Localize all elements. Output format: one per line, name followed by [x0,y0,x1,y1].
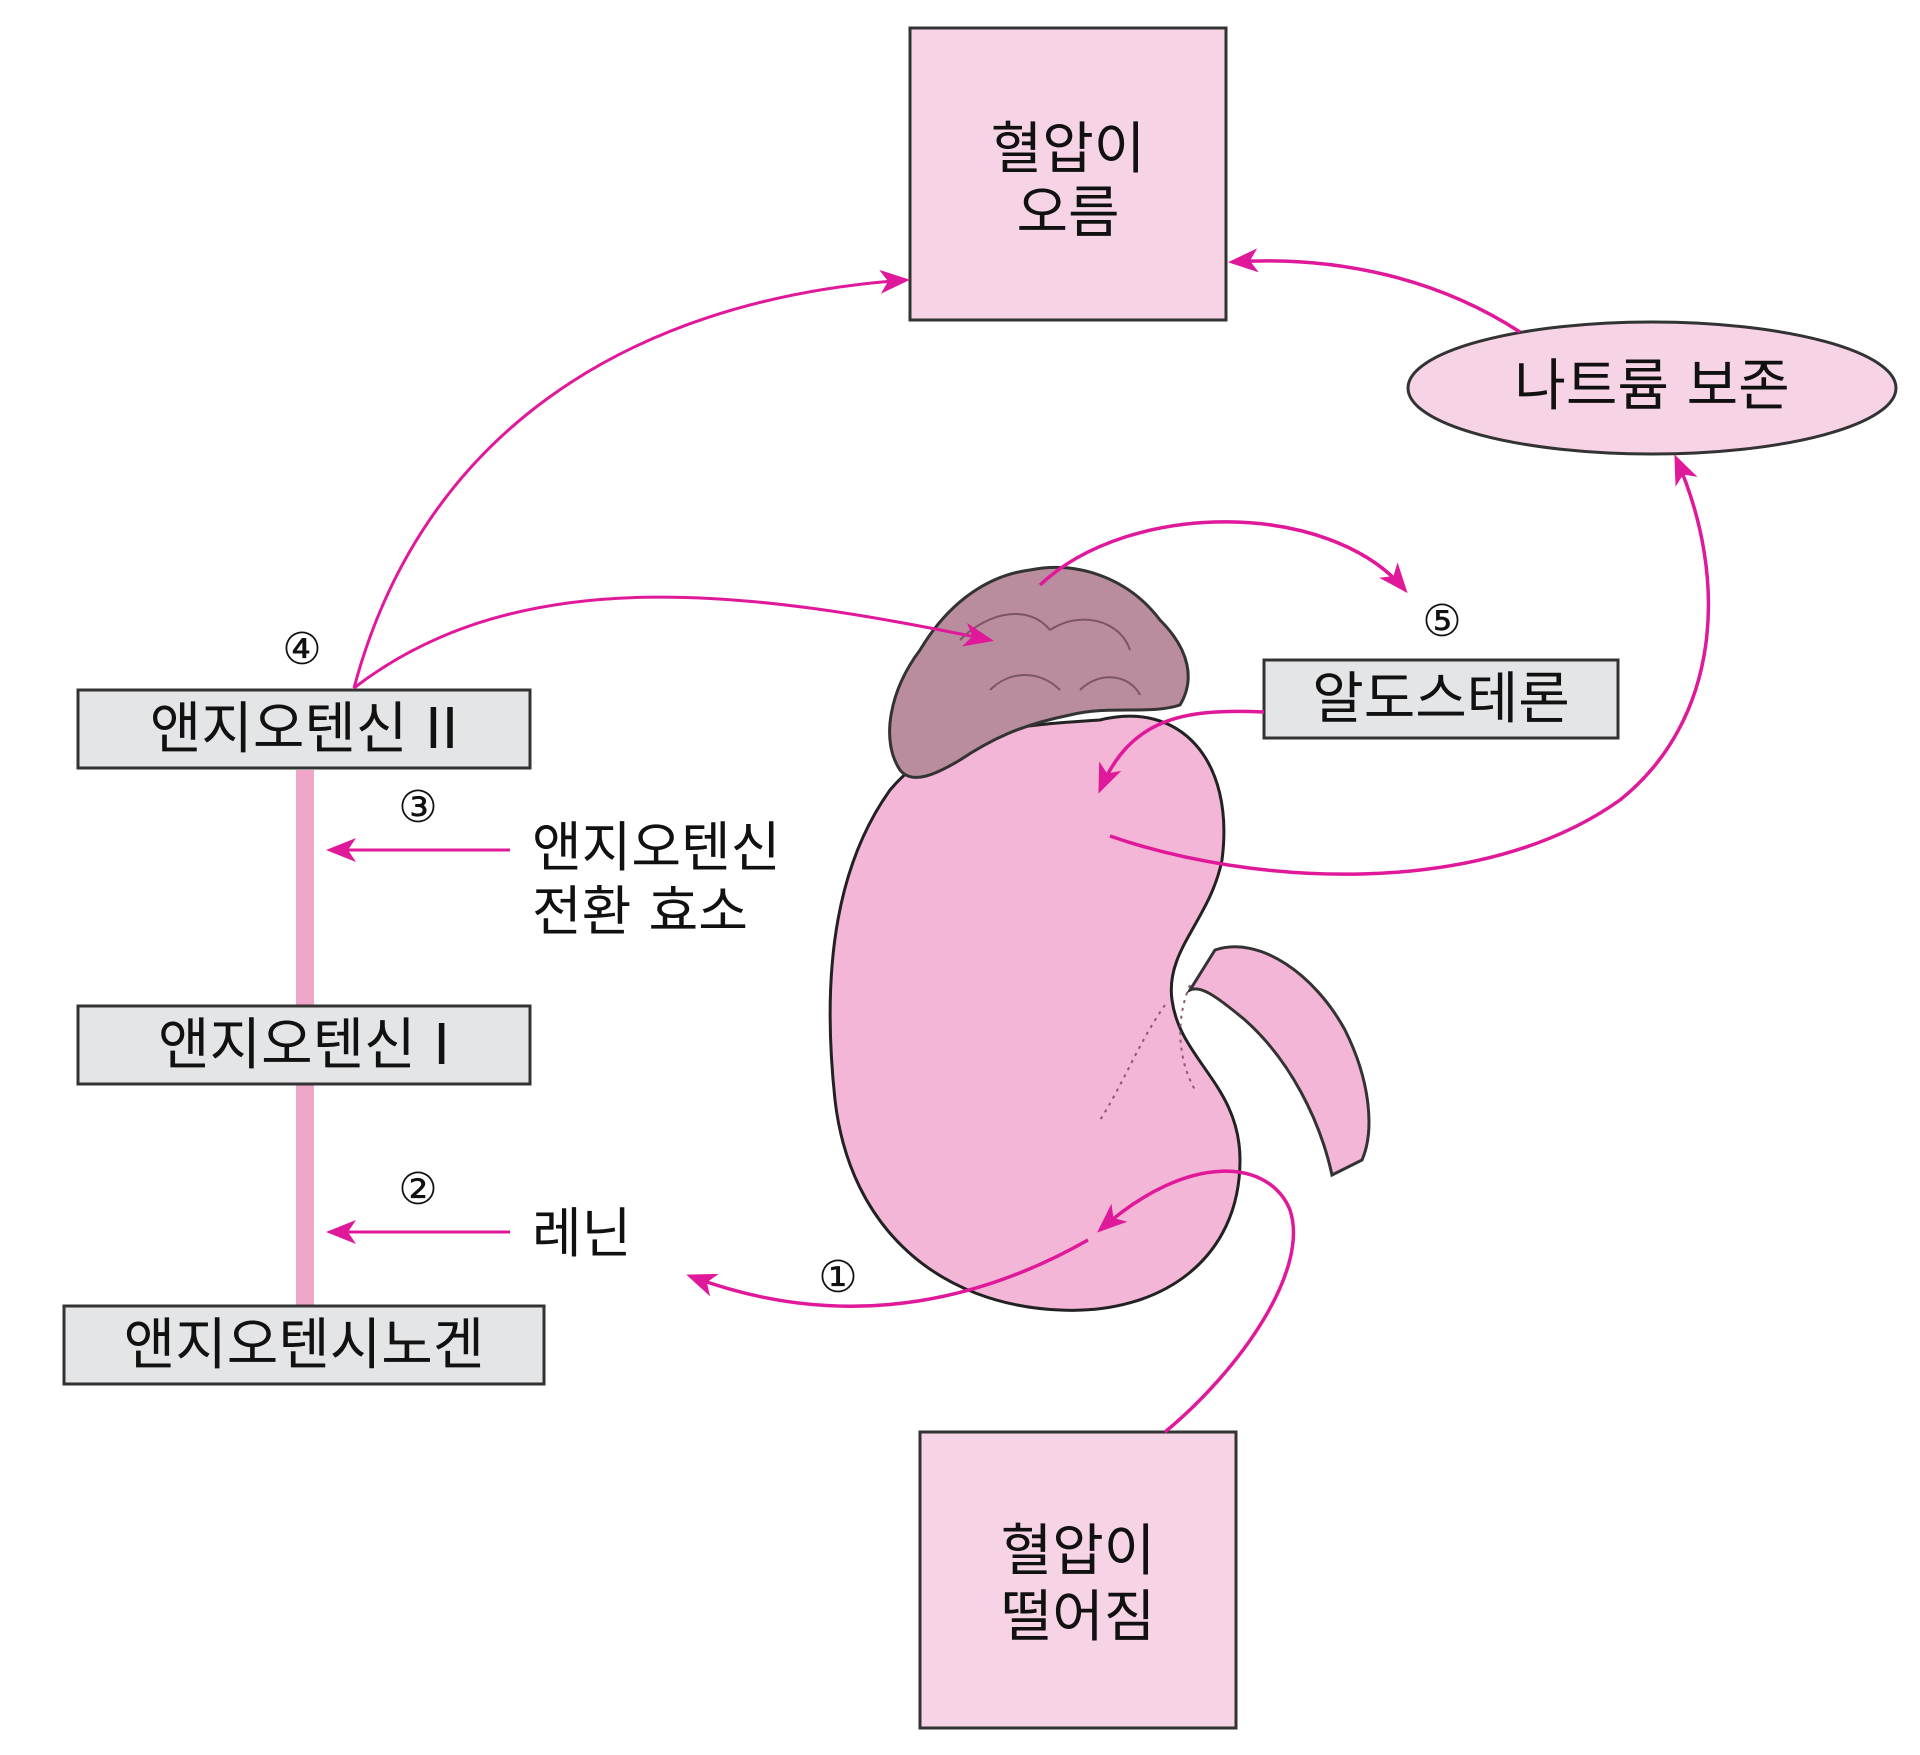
bp-rise-label-line2: 오름 [1016,181,1119,246]
angiotensinogen-box: 앤지오텐시노겐 [62,1304,546,1386]
ace-label-line1: 앤지오텐신 [532,816,780,879]
arrow-kidney-to-sodium [1109,454,1711,876]
angiotensin-1-label: 앤지오텐신 I [158,1013,450,1078]
arrow-step1-renin-release [686,1238,1089,1308]
arrow-angiotensin2-to-bp-rise [352,269,910,689]
aldosterone-box: 알도스테론 [1262,658,1620,740]
angiotensin-1-box: 앤지오텐신 I [76,1004,532,1086]
kidney-illustration [828,714,1371,1312]
bp-drop-box: 혈압이 떨어짐 [918,1430,1238,1730]
arrow-adrenal-to-aldosterone [1038,520,1408,594]
bp-drop-label-line1: 혈압이 [1001,1519,1156,1584]
bp-drop-label-line2: 떨어짐 [1001,1585,1156,1650]
aldosterone-label: 알도스테론 [1312,667,1570,732]
arrow-angiotensin2-to-adrenal [353,595,994,690]
step-4-marker: ④ [282,624,321,675]
step-1-marker: ① [818,1252,857,1303]
ace-label-line2: 전환 효소 [532,880,748,943]
arrow-sodium-to-bp-rise [1228,248,1521,334]
bp-rise-label-line1: 혈압이 [991,117,1146,182]
angiotensinogen-label: 앤지오텐시노겐 [124,1313,485,1378]
sodium-retention-ellipse: 나트륨 보존 [1406,320,1898,456]
sodium-retention-label: 나트륨 보존 [1514,354,1789,419]
renin-label: 레닌 [532,1202,631,1265]
adrenal-gland-illustration [888,565,1190,779]
step-2-marker: ② [398,1164,437,1215]
bp-rise-box: 혈압이 오름 [908,26,1228,322]
step-3-marker: ③ [398,782,437,833]
arrow-aldosterone-to-kidney [1098,709,1265,794]
arrow-bp-drop-to-kidney [1097,1169,1296,1434]
step-5-marker: ⑤ [1422,596,1461,647]
angiotensin-2-label: 앤지오텐신 II [150,697,458,762]
angiotensin-2-box: 앤지오텐신 II [76,688,532,770]
